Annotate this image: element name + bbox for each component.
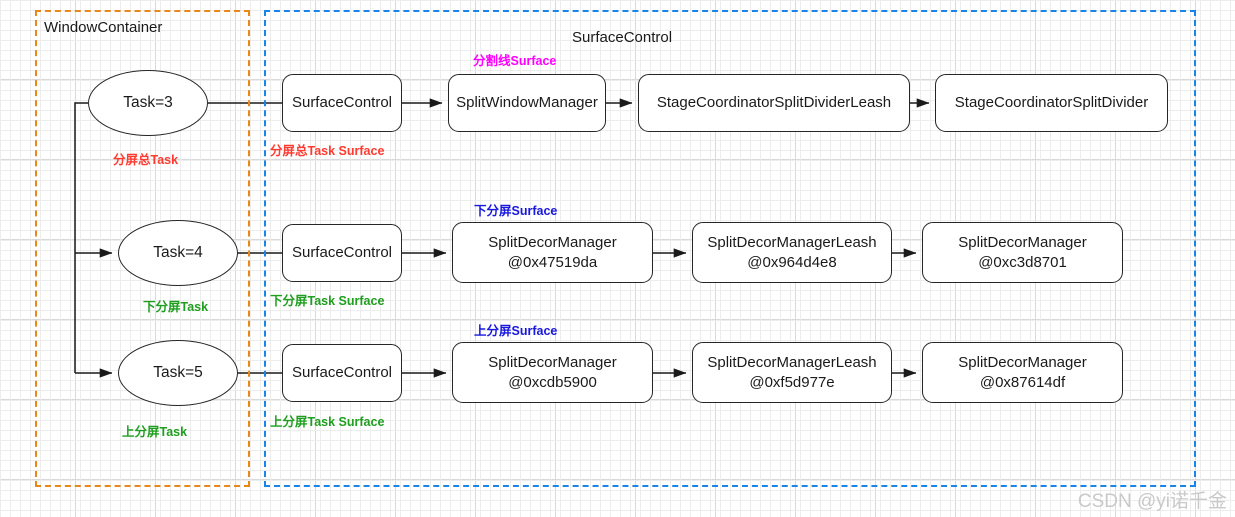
node-stage-coordinator-split-divider-label: StageCoordinatorSplitDivider bbox=[954, 94, 1149, 112]
node-surfacecontrol-lower-label: SurfaceControl bbox=[291, 244, 393, 262]
node-split-decor-manager-leash-lower-label: SplitDecorManagerLeash @0x964d4e8 bbox=[707, 233, 877, 271]
group-window-container-title: WindowContainer bbox=[44, 19, 163, 36]
node-surfacecontrol-lower[interactable]: SurfaceControl bbox=[282, 224, 402, 282]
node-split-decor-manager-leash-upper-label: SplitDecorManagerLeash @0xf5d977e bbox=[707, 353, 877, 391]
node-task-5-label: Task=5 bbox=[153, 363, 203, 381]
annotation-label: 上分屏Surface bbox=[474, 324, 558, 338]
node-surfacecontrol-upper-label: SurfaceControl bbox=[291, 364, 393, 382]
csdn-watermark: CSDN @yi诺千金 bbox=[1077, 491, 1227, 512]
node-split-decor-manager-upper[interactable]: SplitDecorManager @0xcdb5900 bbox=[452, 342, 653, 403]
node-task-3[interactable]: Task=3 bbox=[88, 70, 208, 136]
node-split-window-manager-label: SplitWindowManager bbox=[456, 94, 598, 112]
node-stage-coordinator-split-divider-leash[interactable]: StageCoordinatorSplitDividerLeash bbox=[638, 74, 910, 132]
node-split-decor-manager-upper-label: SplitDecorManager @0xcdb5900 bbox=[488, 353, 617, 391]
node-split-decor-manager-lower[interactable]: SplitDecorManager @0x47519da bbox=[452, 222, 653, 283]
node-surfacecontrol-upper[interactable]: SurfaceControl bbox=[282, 344, 402, 402]
node-task-4-label: Task=4 bbox=[153, 243, 203, 261]
annotation-label: 分割线Surface bbox=[473, 54, 557, 68]
node-split-decor-manager-lower-2-label: SplitDecorManager @0xc3d8701 bbox=[958, 233, 1087, 271]
annotation-label: 分屏总Task bbox=[113, 153, 179, 167]
node-task-5[interactable]: Task=5 bbox=[118, 340, 238, 406]
node-split-decor-manager-lower-2[interactable]: SplitDecorManager @0xc3d8701 bbox=[922, 222, 1123, 283]
node-surfacecontrol-root[interactable]: SurfaceControl bbox=[282, 74, 402, 132]
annotation-label: 上分屏Task bbox=[122, 425, 188, 439]
annotation-label: 分屏总Task Surface bbox=[270, 144, 385, 158]
node-split-decor-manager-upper-2[interactable]: SplitDecorManager @0x87614df bbox=[922, 342, 1123, 403]
group-surface-control bbox=[264, 10, 1196, 487]
group-surface-control-title: SurfaceControl bbox=[572, 29, 673, 46]
node-surfacecontrol-root-label: SurfaceControl bbox=[291, 94, 393, 112]
node-task-3-label: Task=3 bbox=[123, 93, 173, 111]
node-split-decor-manager-leash-lower[interactable]: SplitDecorManagerLeash @0x964d4e8 bbox=[692, 222, 892, 283]
annotation-label: 下分屏Surface bbox=[474, 204, 558, 218]
node-split-decor-manager-leash-upper[interactable]: SplitDecorManagerLeash @0xf5d977e bbox=[692, 342, 892, 403]
node-split-window-manager[interactable]: SplitWindowManager bbox=[448, 74, 606, 132]
group-window-container bbox=[35, 10, 250, 487]
node-split-decor-manager-upper-2-label: SplitDecorManager @0x87614df bbox=[958, 353, 1087, 391]
node-task-4[interactable]: Task=4 bbox=[118, 220, 238, 286]
node-split-decor-manager-lower-label: SplitDecorManager @0x47519da bbox=[488, 233, 617, 271]
annotation-label: 下分屏Task bbox=[143, 300, 209, 314]
annotation-label: 上分屏Task Surface bbox=[270, 415, 385, 429]
node-stage-coordinator-split-divider-leash-label: StageCoordinatorSplitDividerLeash bbox=[656, 94, 892, 112]
annotation-label: 下分屏Task Surface bbox=[270, 294, 385, 308]
node-stage-coordinator-split-divider[interactable]: StageCoordinatorSplitDivider bbox=[935, 74, 1168, 132]
